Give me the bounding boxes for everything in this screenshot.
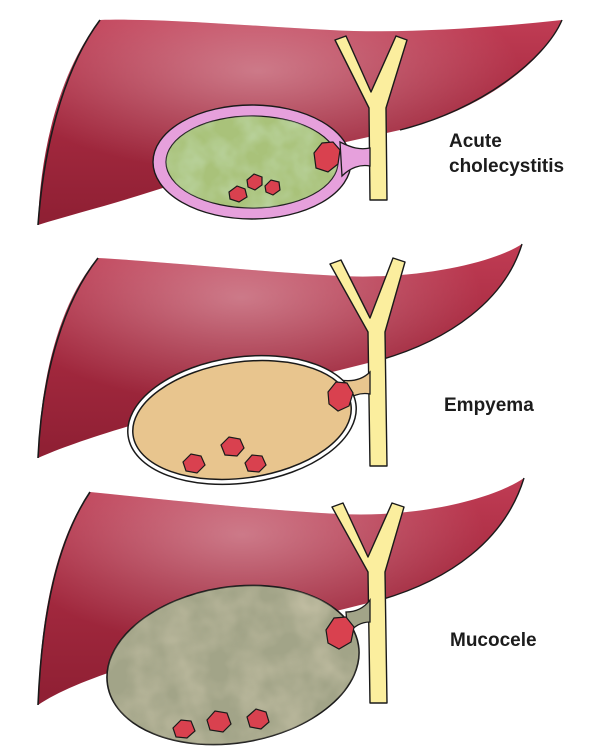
label-line: Empyema [444, 393, 534, 418]
label-empyema: Empyema [444, 393, 534, 418]
panel-acute-cholecystitis [38, 20, 562, 225]
label-line: Mucocele [450, 628, 537, 653]
panel-empyema [38, 244, 522, 498]
label-line: cholecystitis [449, 154, 564, 179]
label-mucocele: Mucocele [450, 628, 537, 653]
cystic-duct [340, 142, 370, 176]
label-acute-cholecystitis: Acute cholecystitis [449, 129, 564, 179]
panel-mucocele [38, 478, 524, 747]
label-line: Acute [449, 129, 564, 154]
